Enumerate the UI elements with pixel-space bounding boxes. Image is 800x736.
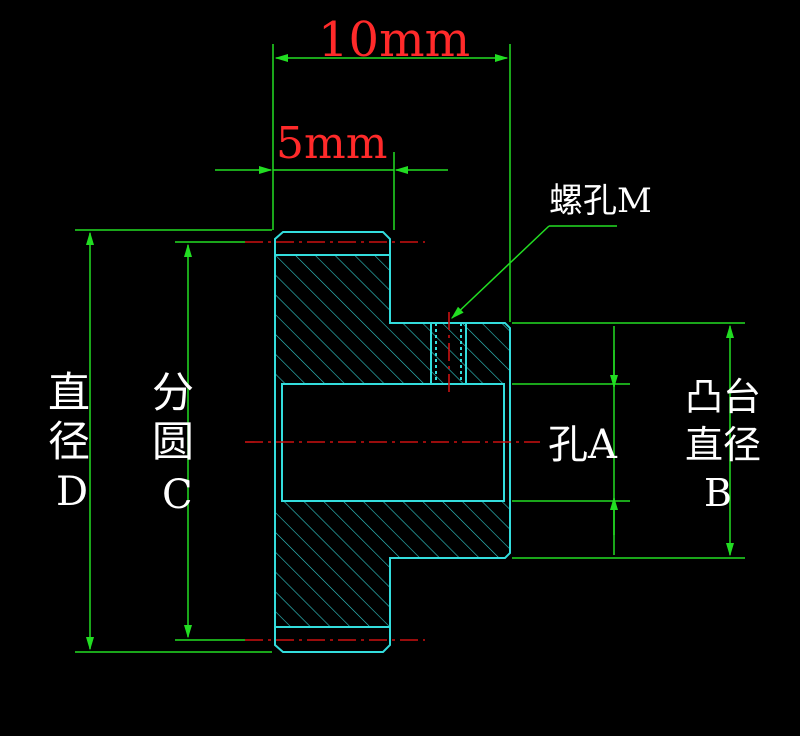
label-outer-diameter-letter: D (56, 469, 88, 515)
lower-gear-section (275, 501, 510, 627)
label-pitch-circle-2: 圆 (152, 417, 194, 466)
label-pitch-circle-1: 分 (152, 368, 194, 417)
leader-screw-hole-diag (451, 225, 550, 319)
label-boss-diameter-2: 直径 (685, 423, 761, 467)
label-boss-diameter-letter: B (704, 471, 732, 515)
extension-lines (75, 44, 745, 653)
dimension-lines (85, 53, 735, 651)
dim-label-5mm: 5mm (276, 118, 387, 169)
label-screw-hole: 螺孔M (549, 181, 652, 221)
annotations: 10mm 5mm 螺孔M 孔A 直 径 D 分 圆 C 凸台 直径 B (48, 12, 761, 518)
dim-label-10mm: 10mm (318, 12, 470, 68)
label-outer-diameter-1: 直 (48, 368, 90, 417)
outer-profile (274, 231, 511, 653)
label-hole: 孔A (548, 422, 618, 468)
section-hatching (275, 255, 510, 627)
center-lines (245, 241, 540, 641)
label-outer-diameter-2: 径 (48, 417, 90, 466)
label-boss-diameter-1: 凸台 (685, 375, 761, 419)
label-pitch-circle-letter: C (162, 472, 193, 518)
upper-gear-section (275, 255, 510, 384)
